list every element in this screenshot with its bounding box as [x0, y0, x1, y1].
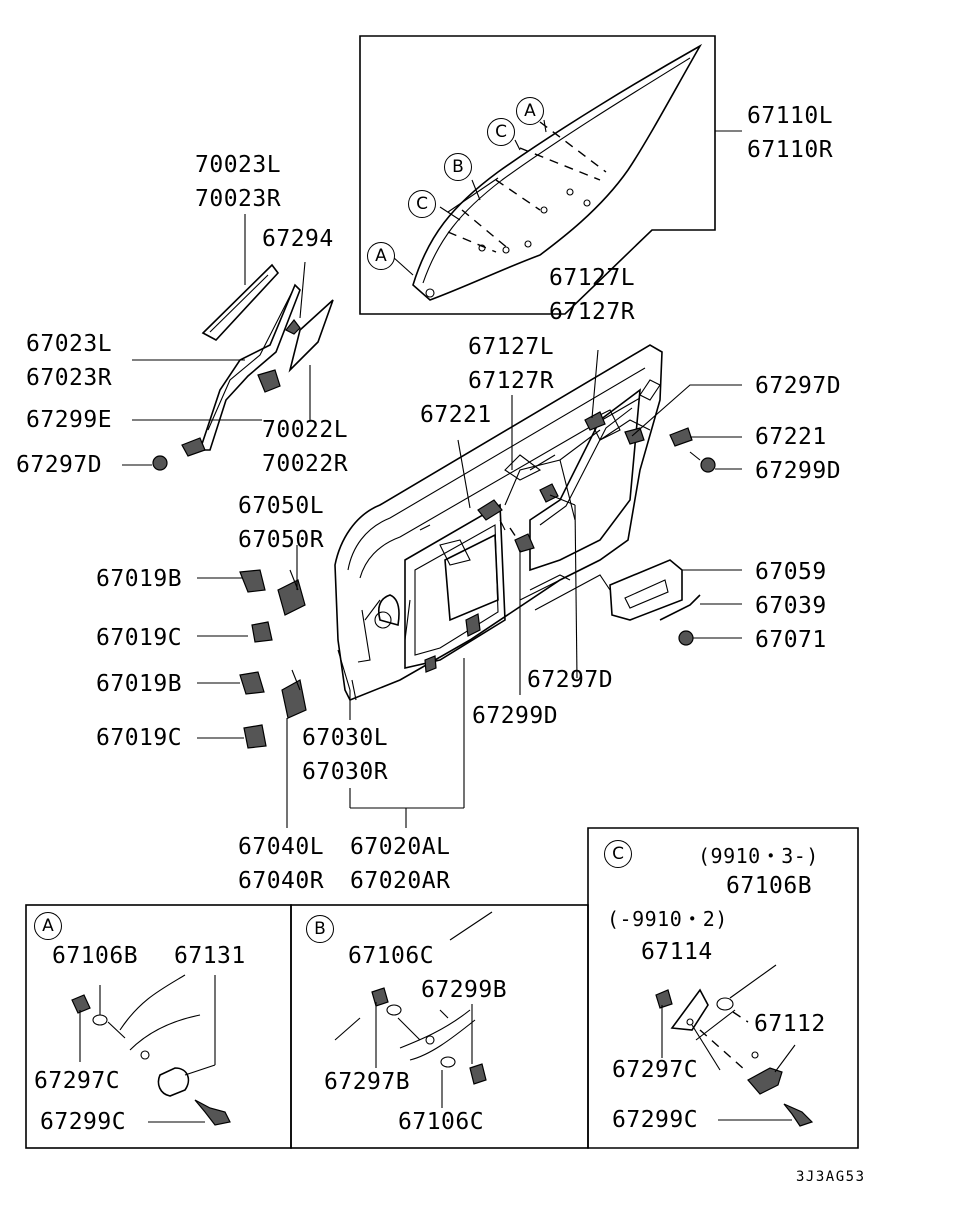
part-label-67299e: 67299E	[26, 407, 113, 433]
part-label-67110r: 67110R	[747, 137, 834, 163]
detail-c-label-67297c: 67297C	[612, 1057, 699, 1083]
detail-b-title: B	[306, 915, 334, 943]
mirror-garnish	[122, 214, 334, 471]
part-label-67299d-center: 67299D	[472, 703, 559, 729]
part-label-70023r: 70023R	[195, 186, 282, 212]
part-label-67127r-top: 67127R	[549, 299, 636, 325]
door-shell	[334, 344, 663, 702]
detail-a-art	[71, 974, 231, 1126]
detail-c-title: C	[604, 840, 632, 868]
detail-c-label-67112: 67112	[754, 1011, 826, 1037]
part-label-67299d-right: 67299D	[755, 458, 842, 484]
detail-a-label-67299c: 67299C	[40, 1109, 127, 1135]
part-label-70022l: 70022L	[262, 417, 349, 443]
detail-b-label-67297b: 67297B	[324, 1069, 411, 1095]
detail-b-label-67299b: 67299B	[421, 977, 508, 1003]
part-label-67071: 67071	[755, 627, 827, 653]
part-label-67294: 67294	[262, 226, 334, 252]
part-label-67030r: 67030R	[302, 759, 389, 785]
door-pocket	[609, 559, 742, 646]
part-label-67110l: 67110L	[747, 103, 834, 129]
detail-c-label-67299c: 67299C	[612, 1107, 699, 1133]
part-label-67019c-2: 67019C	[96, 725, 183, 751]
part-label-67127r: 67127R	[468, 368, 555, 394]
part-label-67019b-1: 67019B	[96, 566, 183, 592]
part-label-67020ar: 67020AR	[350, 868, 451, 894]
diagram-code: 3J3AG53	[796, 1169, 866, 1185]
part-label-67050l: 67050L	[238, 493, 325, 519]
callout-c-glass-bottom: C	[408, 190, 436, 218]
part-label-67019c-1: 67019C	[96, 625, 183, 651]
part-label-67297d-left: 67297D	[16, 452, 103, 478]
detail-a-title: A	[34, 912, 62, 940]
part-label-67127l-top: 67127L	[549, 265, 636, 291]
part-label-67040r: 67040R	[238, 868, 325, 894]
detail-c-art	[655, 964, 814, 1127]
part-label-67050r: 67050R	[238, 527, 325, 553]
hinges	[197, 545, 351, 828]
part-label-70023l: 70023L	[195, 152, 282, 178]
assembly-bracket	[349, 658, 465, 828]
detail-c-date-new: (9910・3-)	[698, 844, 819, 868]
callout-c-glass-top: C	[487, 118, 515, 146]
part-label-70022r: 70022R	[262, 451, 349, 477]
part-label-67297d-right: 67297D	[755, 373, 842, 399]
part-label-67039: 67039	[755, 593, 827, 619]
detail-a-label-67131: 67131	[174, 943, 246, 969]
detail-c-date-old: (-9910・2)	[607, 907, 728, 931]
part-label-67023l: 67023L	[26, 331, 113, 357]
detail-frames	[25, 827, 859, 1149]
part-label-67019b-2: 67019B	[96, 671, 183, 697]
glass-inset-frame	[359, 35, 742, 315]
door-hardware	[457, 349, 742, 695]
part-label-67127l: 67127L	[468, 334, 555, 360]
part-label-67023r: 67023R	[26, 365, 113, 391]
detail-a-label-67106b: 67106B	[52, 943, 139, 969]
callout-b-glass: B	[444, 153, 472, 181]
detail-b-label-67106c-top: 67106C	[348, 943, 435, 969]
detail-b-label-67106c-bottom: 67106C	[398, 1109, 485, 1135]
callout-a-glass-bottom: A	[367, 242, 395, 270]
detail-c-label-67106b: 67106B	[726, 873, 813, 899]
part-label-67221-center: 67221	[420, 402, 492, 428]
detail-a-label-67297c: 67297C	[34, 1068, 121, 1094]
detail-c-label-67114: 67114	[641, 939, 713, 965]
part-label-67297d-center: 67297D	[527, 667, 614, 693]
part-label-67030l: 67030L	[302, 725, 389, 751]
part-label-67059: 67059	[755, 559, 827, 585]
part-label-67020al: 67020AL	[350, 834, 451, 860]
door-glass	[392, 43, 703, 301]
detail-b-art	[334, 911, 493, 1108]
part-label-67040l: 67040L	[238, 834, 325, 860]
part-label-67221-right: 67221	[755, 424, 827, 450]
callout-a-glass-top: A	[516, 97, 544, 125]
